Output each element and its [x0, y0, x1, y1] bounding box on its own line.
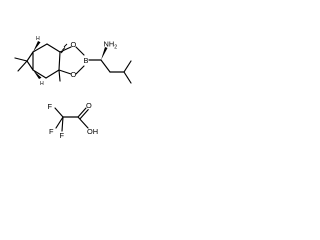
amine-h: H	[109, 40, 114, 49]
stereo-h-top: H	[36, 36, 40, 42]
tfa-molecule	[54, 107, 89, 132]
dioxaborolane-ring	[58, 46, 85, 75]
amine-wedge	[101, 47, 108, 60]
pinane-cage	[14, 43, 61, 82]
stereo-h-bottom: H	[40, 81, 44, 87]
oxygen-upper-label: O	[71, 40, 77, 49]
oxygen-lower-label: O	[71, 70, 77, 79]
chemical-structure-canvas: O O B NH2 F F F O OH H H	[0, 0, 152, 152]
bridgehead-h-bottom	[33, 70, 42, 79]
amine-n: N	[104, 40, 109, 49]
amine-label: NH2	[104, 40, 118, 51]
fluorine-2-label: F	[49, 127, 54, 136]
fluorine-3-label: F	[60, 131, 65, 140]
boron-label: B	[84, 56, 89, 65]
amine-subscript: 2	[114, 45, 117, 51]
bridgehead-h-top	[33, 41, 41, 52]
carbonyl-oxygen-label: O	[86, 101, 92, 110]
hydroxyl-label: OH	[87, 127, 98, 136]
fluorine-1-label: F	[48, 102, 53, 111]
structure-drawing: O O B NH2 F F F O OH H H	[14, 36, 132, 140]
side-chain	[88, 59, 132, 84]
